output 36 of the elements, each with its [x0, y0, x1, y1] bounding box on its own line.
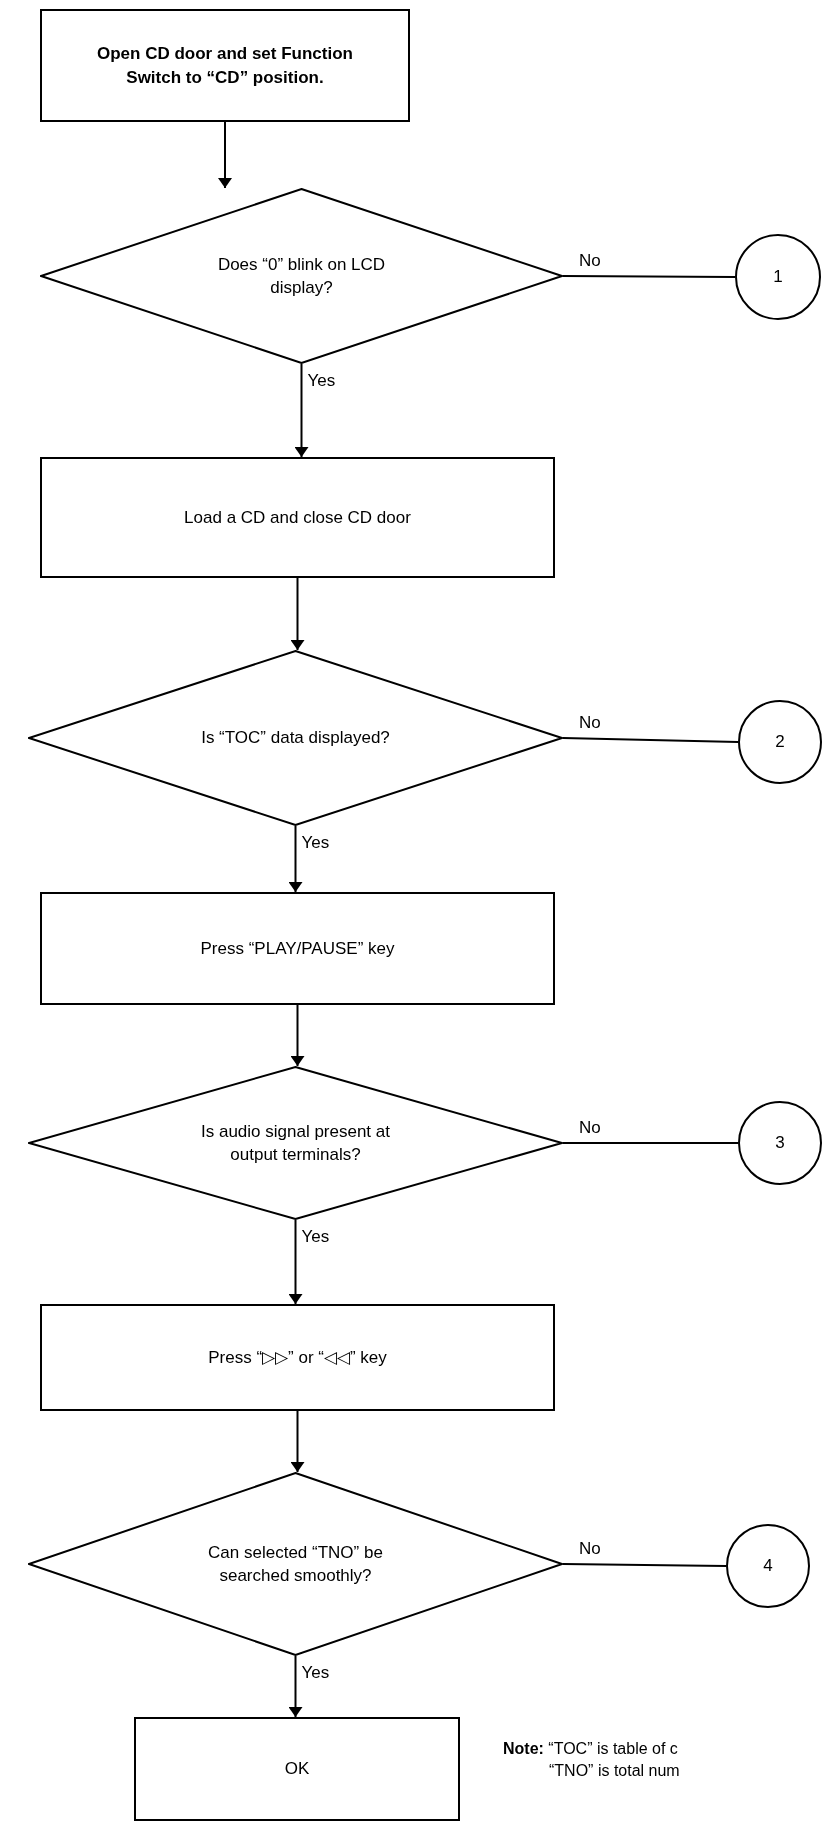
- connector-line: [562, 737, 739, 743]
- decision-diamond: [28, 1066, 563, 1220]
- node-text: 4: [763, 1555, 773, 1578]
- connector-line: [288, 1219, 303, 1305]
- node-text: Load a CD and close CD door: [184, 506, 411, 529]
- note-text: “TNO” is total num: [548, 1761, 680, 1781]
- node-text: 1: [773, 266, 783, 289]
- node-text: 2: [775, 731, 785, 754]
- node-text: 3: [775, 1132, 785, 1155]
- process-box: [134, 1717, 460, 1821]
- node-text: Press “PLAY/PAUSE” key: [200, 937, 395, 960]
- node-text: OK: [284, 1758, 310, 1781]
- connector-line: [290, 1410, 305, 1473]
- connector-line: [562, 275, 736, 278]
- process-box: [40, 1304, 555, 1411]
- connector-line: [562, 1563, 727, 1567]
- connector-line: [290, 577, 305, 651]
- decision-diamond: [28, 650, 563, 826]
- node-text: Is audio signal present at output terminals?: [200, 1120, 391, 1166]
- node-text: Press “▷▷” or “◁◁” key: [208, 1346, 387, 1369]
- decision-diamond: [40, 188, 563, 364]
- node-text: Does “0” blink on LCD display?: [216, 253, 387, 299]
- note-text: Note: “TOC” is table of c: [503, 1739, 679, 1759]
- connector-line: [288, 825, 303, 893]
- process-box: [40, 457, 555, 578]
- connector-line: [290, 1004, 305, 1067]
- connector-line: [218, 121, 232, 189]
- node-text: Open CD door and set Function Switch to “CD” position.: [96, 43, 354, 89]
- node-text: Is “TOC” data displayed?: [201, 727, 390, 750]
- connector-line: [288, 1655, 303, 1718]
- node-text: Can selected “TNO” be searched smoothly?: [207, 1541, 384, 1587]
- decision-diamond: [28, 1472, 563, 1656]
- connector-line: [294, 363, 309, 458]
- process-box: [40, 9, 410, 122]
- connector-line: [562, 1142, 739, 1144]
- process-box: [40, 892, 555, 1005]
